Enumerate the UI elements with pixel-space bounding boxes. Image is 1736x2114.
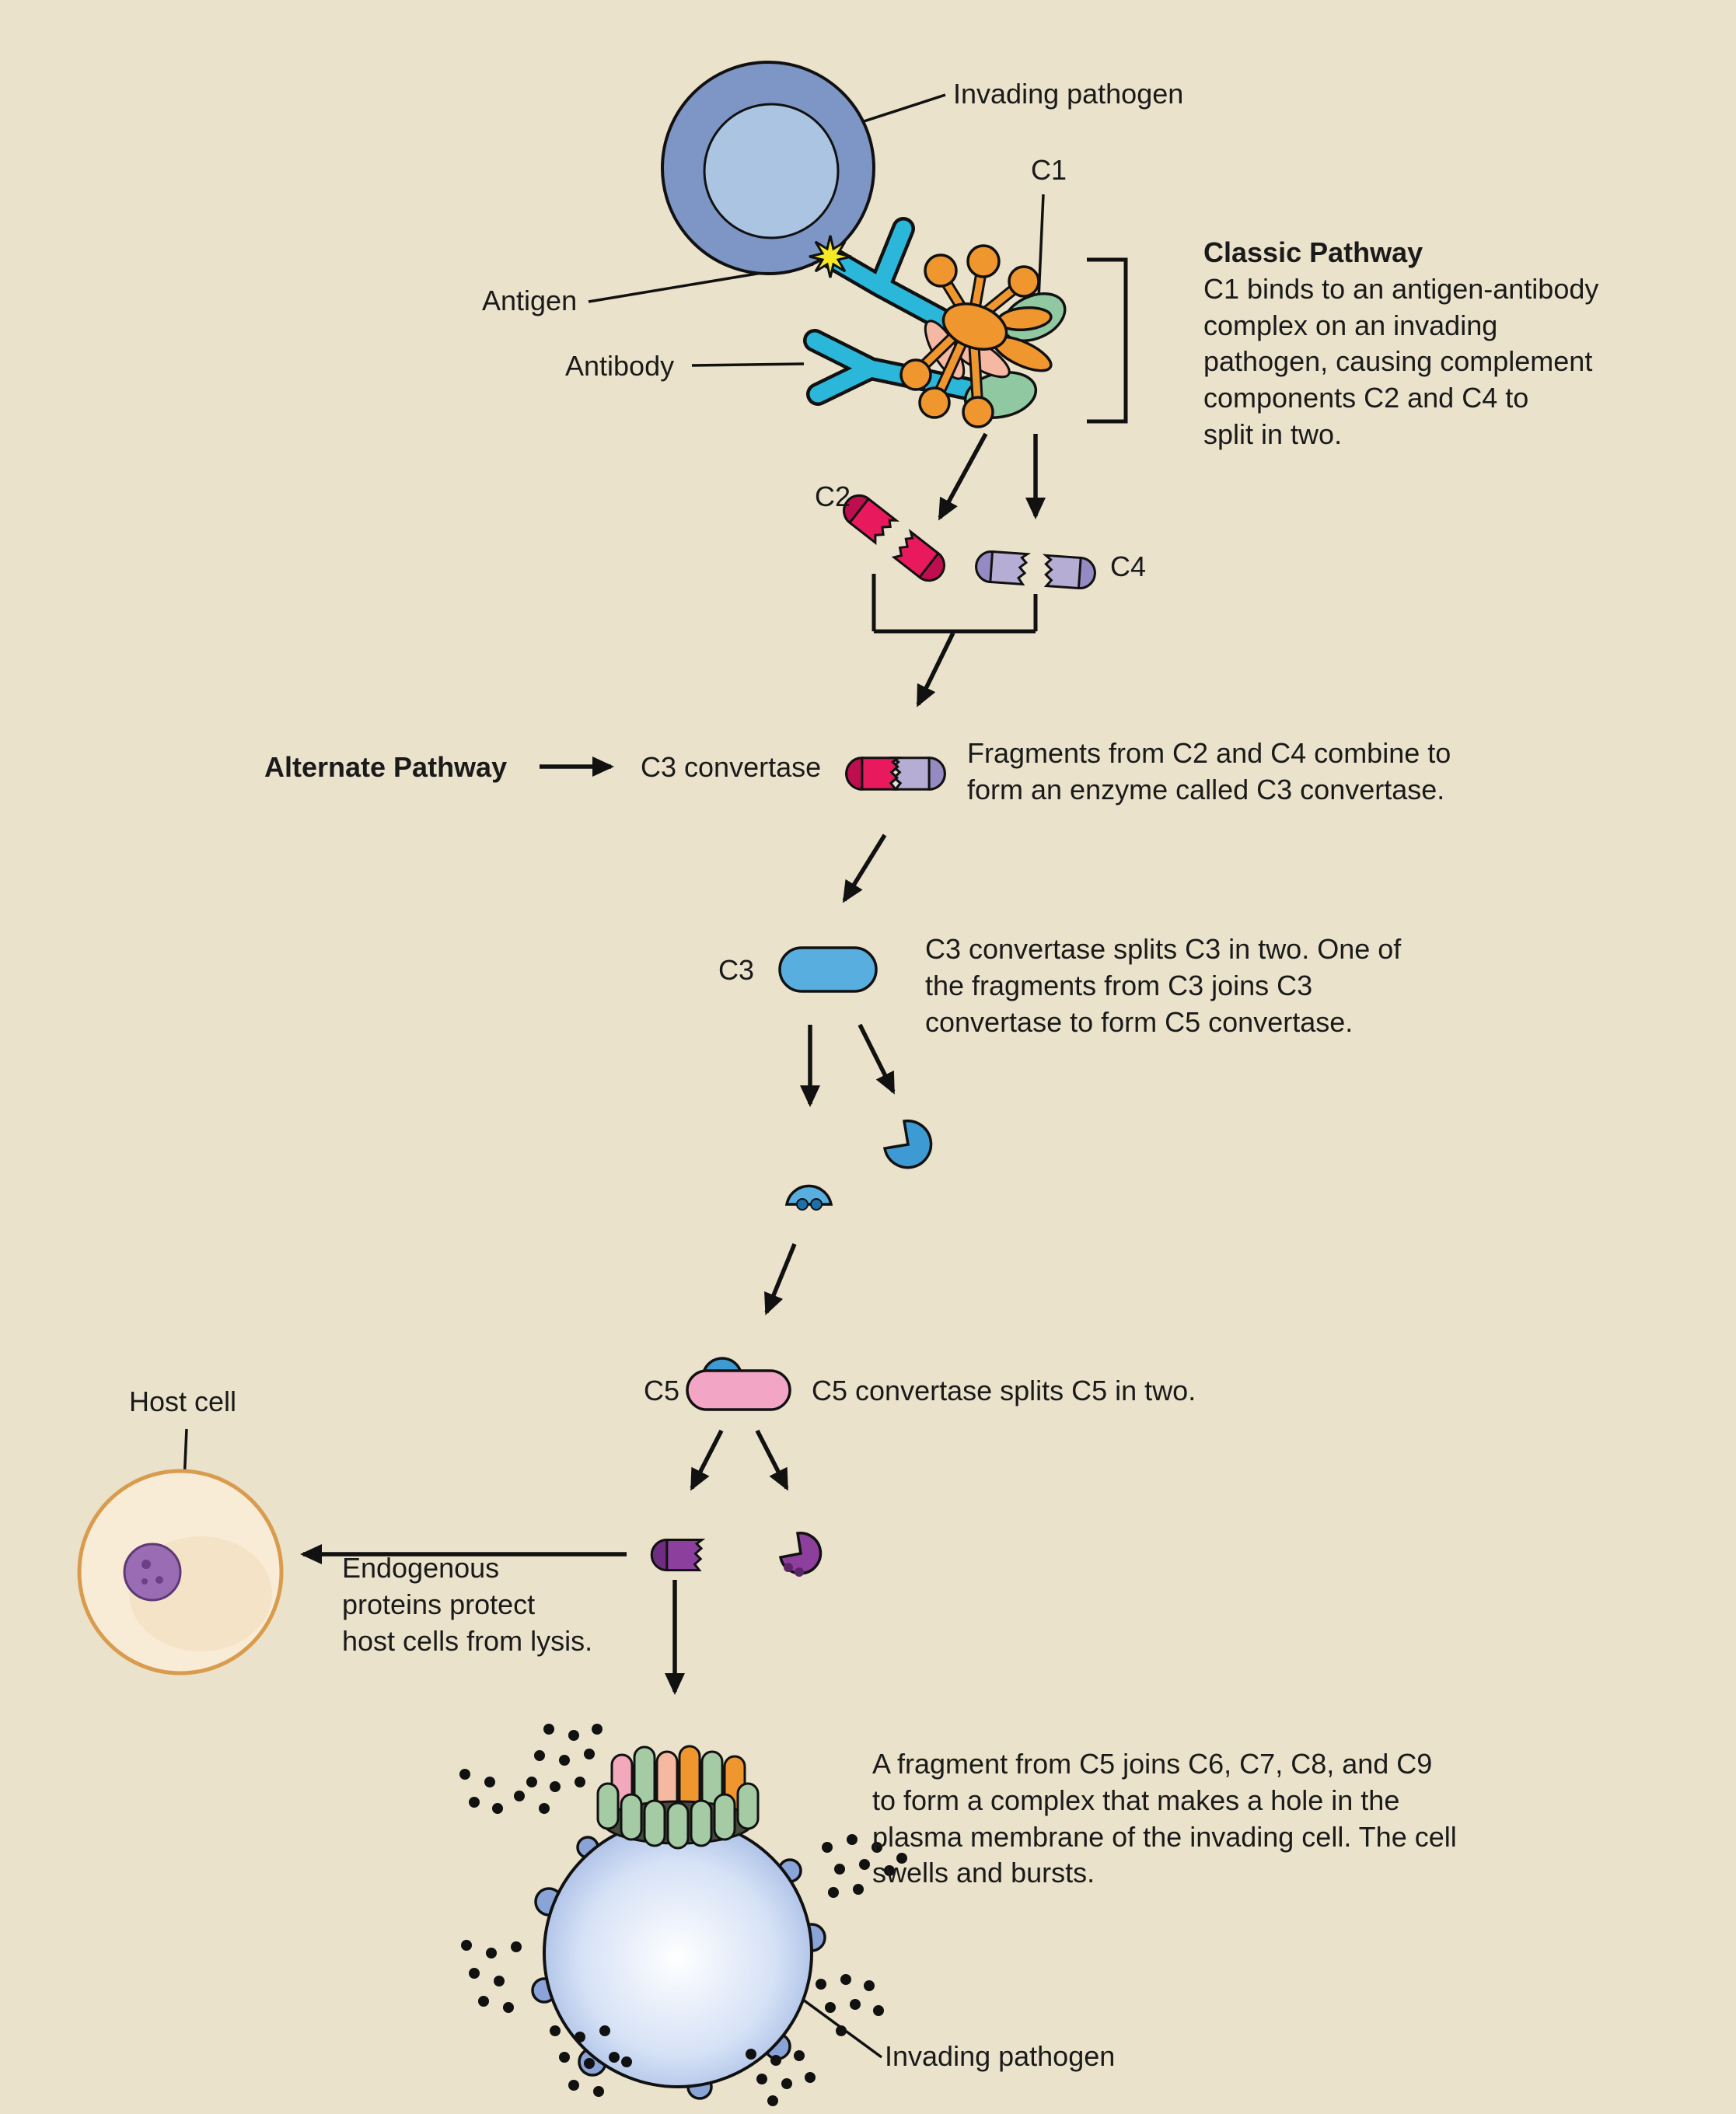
arrow-c5-split-left <box>690 1429 724 1491</box>
antigen-star <box>809 235 852 278</box>
classic-pathway-bracket <box>1087 257 1128 424</box>
pathogen-cell-body <box>543 1818 813 2088</box>
c5-pill <box>686 1369 791 1411</box>
c5-fragment-right <box>778 1532 823 1577</box>
invading-pathogen-top-label: Invading pathogen <box>953 78 1184 110</box>
host-cell-nucleus <box>123 1543 182 1602</box>
debris-dots <box>459 1724 907 2106</box>
flow-arrows <box>300 432 1046 1695</box>
c5-fragments <box>650 1532 823 1577</box>
c5-label: C5 <box>644 1375 680 1406</box>
arrow-complex-to-c2 <box>938 432 988 521</box>
c3-label: C3 <box>718 954 755 986</box>
c1-label: C1 <box>1031 154 1067 186</box>
c3-convertase-label: C3 convertase <box>641 751 822 783</box>
c5-shape <box>686 1357 791 1411</box>
c4-label: C4 <box>1110 550 1147 582</box>
classic-pathway-annotation: Classic Pathway C1 binds to an antigen-a… <box>1203 235 1639 453</box>
c3-fragments <box>784 1119 933 1211</box>
c4-protein-shape <box>973 549 1098 591</box>
antigen-label: Antigen <box>482 285 578 316</box>
c3-fragment-wedge <box>882 1119 933 1169</box>
c3-convertase-note: Fragments from C2 and C4 combine to form… <box>967 737 1451 805</box>
arrow-c3-split-right <box>858 1023 896 1095</box>
antibody-line <box>691 362 805 367</box>
antigen-antibody-complex <box>803 217 1067 428</box>
c5-fragment-left <box>650 1538 704 1572</box>
membrane-attack-complex <box>596 1745 760 1850</box>
classic-pathway-title: Classic Pathway <box>1203 236 1423 268</box>
host-cell-label: Host cell <box>129 1385 237 1417</box>
antibody-label: Antibody <box>565 350 675 382</box>
arrow-fragment-to-c5 <box>764 1242 797 1316</box>
combine-lines <box>871 574 1038 634</box>
host-cell-shape <box>77 1469 284 1675</box>
invading-pathogen-bottom-label: Invading pathogen <box>885 2040 1116 2072</box>
arrow-convertase-to-c3 <box>842 833 887 903</box>
arrow-to-c3-convertase <box>916 631 955 708</box>
c2-protein-shape <box>837 488 952 588</box>
c2-label: C2 <box>815 480 851 512</box>
c5-bound-fragment <box>701 1357 743 1374</box>
arrow-c5-split-right <box>755 1429 789 1491</box>
c5-note: C5 convertase splits C5 in two. <box>812 1375 1196 1406</box>
c3-note: C3 convertase splits C3 in two. One of t… <box>925 933 1402 1038</box>
invading-pathogen-top-shape <box>661 61 875 275</box>
c3-protein-shape <box>778 946 878 993</box>
invading-pathogen-bottom-shape <box>459 1724 907 2106</box>
mac-note: A fragment from C5 joins C6, C7, C8, and… <box>872 1748 1457 1889</box>
endogenous-note: Endogenous proteins protect host cells f… <box>342 1552 593 1657</box>
alternate-pathway-label: Alternate Pathway <box>264 751 508 783</box>
classic-pathway-body: C1 binds to an antigen-antibody complex … <box>1203 272 1599 450</box>
c3-convertase-shape <box>845 756 946 791</box>
c3-fragment-dome <box>784 1184 833 1211</box>
c1-protein-shape <box>899 244 1053 428</box>
pathogen-inner <box>703 103 840 239</box>
